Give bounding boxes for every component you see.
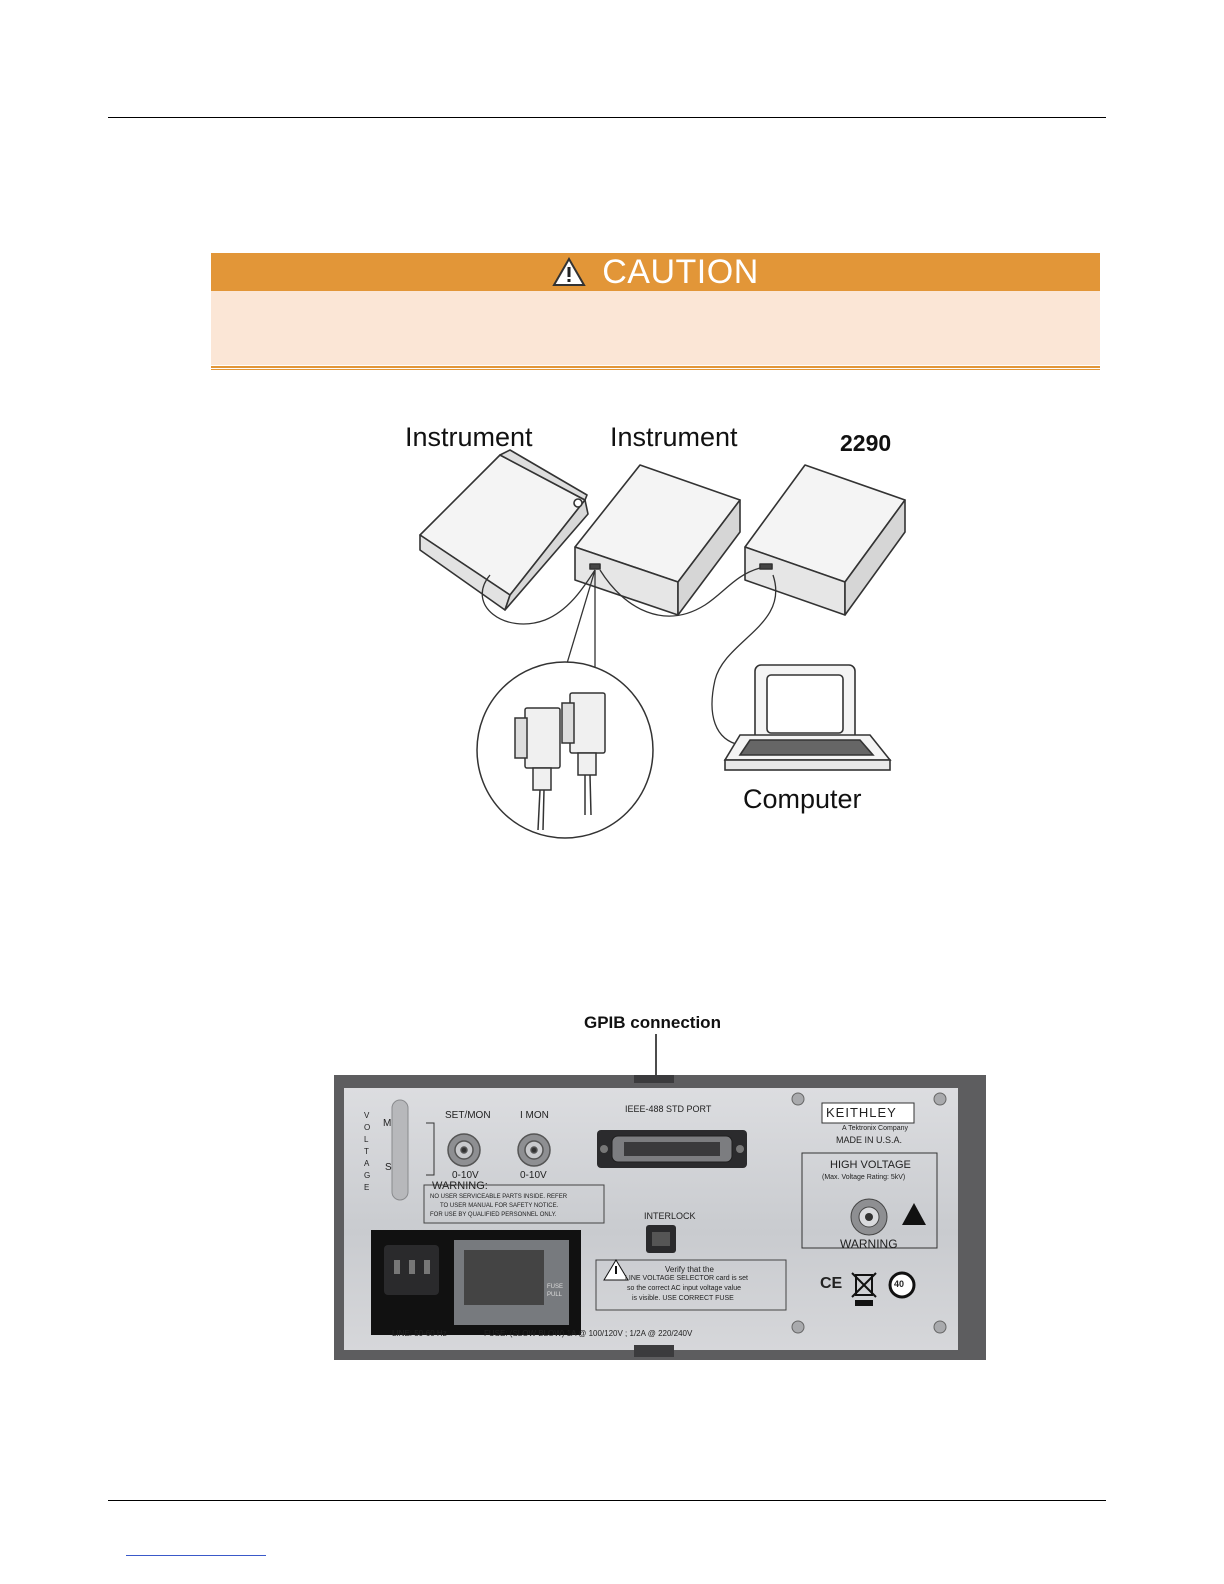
panel-verify-4: is visible. USE CORRECT FUSE bbox=[632, 1295, 734, 1302]
panel-ce-mark: CE bbox=[820, 1275, 843, 1292]
label-model-2290: 2290 bbox=[840, 430, 892, 456]
warning-triangle-icon bbox=[552, 257, 586, 286]
bnc-set-mon bbox=[447, 1133, 481, 1167]
panel-warning-line-3: FOR USE BY QUALIFIED PERSONNEL ONLY. bbox=[430, 1212, 557, 1218]
panel-verify-1: Verify that the bbox=[665, 1265, 714, 1274]
panel-i-mon-label: I MON bbox=[520, 1110, 549, 1121]
panel-rohs-number: 40 bbox=[894, 1279, 905, 1289]
panel-voltage-vertical: VOLTAGE bbox=[364, 1111, 371, 1192]
panel-range-2: 0-10V bbox=[520, 1170, 547, 1181]
panel-port-label: IEEE-488 STD PORT bbox=[625, 1104, 712, 1114]
rear-panel-drawing bbox=[371, 1075, 947, 1357]
panel-warning-line-1: NO USER SERVICEABLE PARTS INSIDE. REFER bbox=[430, 1194, 568, 1200]
panel-made-in: MADE IN U.S.A. bbox=[836, 1135, 903, 1145]
chain-drawing bbox=[419, 449, 906, 839]
caution-box: CAUTION bbox=[211, 253, 1100, 370]
panel-brand: KEITHLEY bbox=[826, 1105, 897, 1120]
label-instrument-left: Instrument bbox=[405, 422, 533, 452]
panel-warning-line-2: TO USER MANUAL FOR SAFETY NOTICE. bbox=[440, 1203, 559, 1209]
footer-link[interactable] bbox=[126, 1555, 266, 1556]
cable-left bbox=[481, 569, 596, 625]
panel-switch-bottom: S bbox=[385, 1162, 392, 1173]
weee-bin-icon bbox=[851, 1272, 877, 1306]
panel-fuse-pull: FUSE PULL bbox=[547, 1284, 564, 1298]
panel-hv-rating: (Max. Voltage Rating: 5kV) bbox=[822, 1174, 906, 1181]
ieee-488-port bbox=[597, 1130, 747, 1168]
rohs-40-icon bbox=[888, 1271, 916, 1299]
cable-computer bbox=[711, 574, 777, 746]
gpib-callout-label: GPIB connection bbox=[584, 1013, 721, 1032]
power-entry-module bbox=[371, 1230, 581, 1335]
header-rule bbox=[108, 117, 1106, 118]
panel-switch-top: M bbox=[383, 1118, 392, 1129]
connector-magnifier bbox=[476, 661, 654, 839]
panel-verify-3: so the correct AC input voltage value bbox=[627, 1285, 742, 1292]
caution-rule-thin bbox=[211, 369, 1100, 370]
footer-rule bbox=[108, 1500, 1106, 1501]
label-instrument-middle: Instrument bbox=[610, 422, 738, 452]
panel-brand-sub: A Tektronix Company bbox=[842, 1125, 909, 1132]
panel-set-mon-label: SET/MON bbox=[445, 1110, 491, 1121]
panel-line-label: LINE: 50-60 Hz bbox=[392, 1329, 447, 1338]
panel-verify-2: LINE VOLTAGE SELECTOR card is set bbox=[625, 1275, 748, 1282]
gpib-chain-diagram: Instrument Instrument 2290 Computer bbox=[395, 410, 915, 855]
high-voltage-icon bbox=[902, 1203, 926, 1225]
cable-middle bbox=[599, 567, 761, 617]
panel-warning-title: WARNING: bbox=[432, 1180, 488, 1192]
computer-shape bbox=[723, 664, 892, 771]
panel-interlock-label: INTERLOCK bbox=[644, 1211, 696, 1221]
caution-rule bbox=[211, 366, 1100, 368]
panel-fuse-label: FUSE: (SLOW BLOW) 1A @ 100/120V ; 1/2A @… bbox=[484, 1329, 693, 1338]
caution-title: CAUTION bbox=[602, 252, 759, 291]
panel-hv-title: HIGH VOLTAGE bbox=[830, 1159, 911, 1171]
label-computer: Computer bbox=[743, 784, 862, 814]
panel-range-1: 0-10V bbox=[452, 1170, 479, 1181]
caution-header: CAUTION bbox=[211, 253, 1100, 291]
instrument-left-shape bbox=[419, 454, 586, 596]
panel-hv-warning: WARNING bbox=[840, 1237, 898, 1251]
caution-body bbox=[211, 291, 1100, 365]
high-voltage-connector bbox=[850, 1198, 888, 1236]
bnc-i-mon bbox=[517, 1133, 551, 1167]
